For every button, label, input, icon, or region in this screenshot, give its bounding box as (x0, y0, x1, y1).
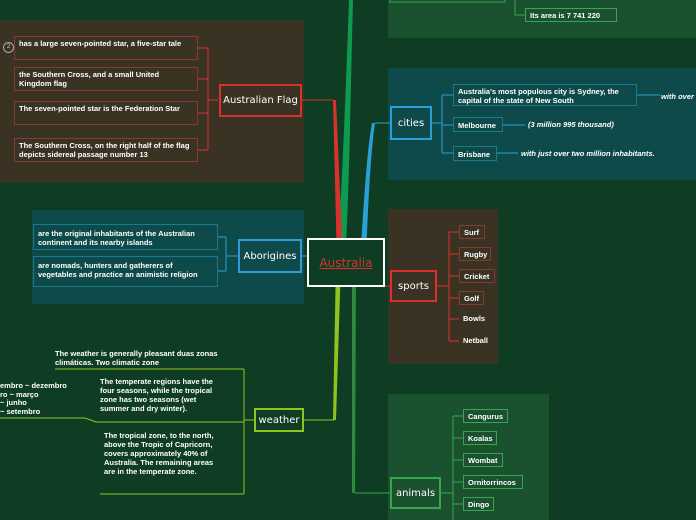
flag-item-3[interactable]: The seven-pointed star is the Federation… (14, 101, 198, 125)
cities-extra-melbourne: (3 million 995 thousand) (528, 120, 614, 129)
central-label: Australia (319, 255, 373, 270)
cities-extra-sydney: with over (661, 92, 694, 101)
area-item[interactable]: Its area is 7 741 220 (525, 8, 617, 22)
weather-clipped-4: ~ setembro (0, 407, 41, 416)
cities-panel (388, 68, 696, 180)
sports-item-surf[interactable]: Surf (459, 225, 485, 239)
weather-clipped-3: ~ junho (0, 398, 27, 407)
sports-item-golf[interactable]: Golf (459, 291, 484, 305)
central-node[interactable]: Australia (307, 238, 385, 287)
cities-node[interactable]: cities (390, 106, 432, 140)
weather-node[interactable]: weather (254, 408, 304, 432)
flag-node[interactable]: Australian Flag (219, 84, 302, 117)
flag-item-2[interactable]: the Southern Cross, and a small United K… (14, 67, 198, 91)
sports-item-bowls[interactable]: Bowls (463, 314, 486, 323)
aborigines-node[interactable]: Aborigines (238, 239, 302, 273)
animals-item-cangurus[interactable]: Cangurus (463, 409, 508, 423)
weather-clipped-1: embro ~ dezembro (0, 381, 67, 390)
animals-item-dingo[interactable]: Dingo (463, 497, 494, 511)
animals-item-wombat[interactable]: Wombat (463, 453, 503, 467)
aborigines-item-1[interactable]: are the original inhabitants of the Aust… (33, 224, 218, 250)
flag-item-4[interactable]: The Southern Cross, on the right half of… (14, 138, 198, 162)
flag-label: Australian Flag (223, 95, 298, 106)
animals-label: animals (395, 487, 436, 499)
sports-item-rugby[interactable]: Rugby (459, 247, 491, 261)
cities-item-melbourne[interactable]: Melbourne (453, 117, 503, 132)
sports-label: sports (398, 280, 429, 292)
sports-item-cricket[interactable]: Cricket (459, 269, 495, 283)
cities-label: cities (397, 117, 425, 129)
top-right-panel (388, 0, 696, 38)
weather-label: weather (258, 414, 300, 426)
animals-item-koalas[interactable]: Koalas (463, 431, 497, 445)
aborigines-label: Aborigines (243, 250, 297, 262)
weather-intro[interactable]: The weather is generally pleasant duas z… (55, 349, 218, 367)
weather-tropical[interactable]: The tropical zone, to the north, above t… (104, 431, 214, 476)
weather-temperate[interactable]: The temperate regions have the four seas… (100, 377, 213, 413)
cities-item-sydney[interactable]: Australia's most populous city is Sydney… (453, 84, 637, 106)
animals-node[interactable]: animals (390, 477, 441, 509)
sports-node[interactable]: sports (390, 270, 437, 302)
animals-item-ornitorrincos[interactable]: Ornitorrincos (463, 475, 523, 489)
aborigines-item-2[interactable]: are nomads, hunters and gatherers of veg… (33, 256, 218, 287)
flag-badge: 2 (3, 42, 14, 53)
cities-item-brisbane[interactable]: Brisbane (453, 146, 497, 161)
flag-item-1[interactable]: has a large seven-pointed star, a five-s… (14, 36, 198, 60)
cities-extra-brisbane: with just over two million inhabitants. (521, 149, 655, 158)
sports-item-netball[interactable]: Netball (463, 336, 489, 345)
weather-clipped-2: ro ~ março (0, 390, 39, 399)
